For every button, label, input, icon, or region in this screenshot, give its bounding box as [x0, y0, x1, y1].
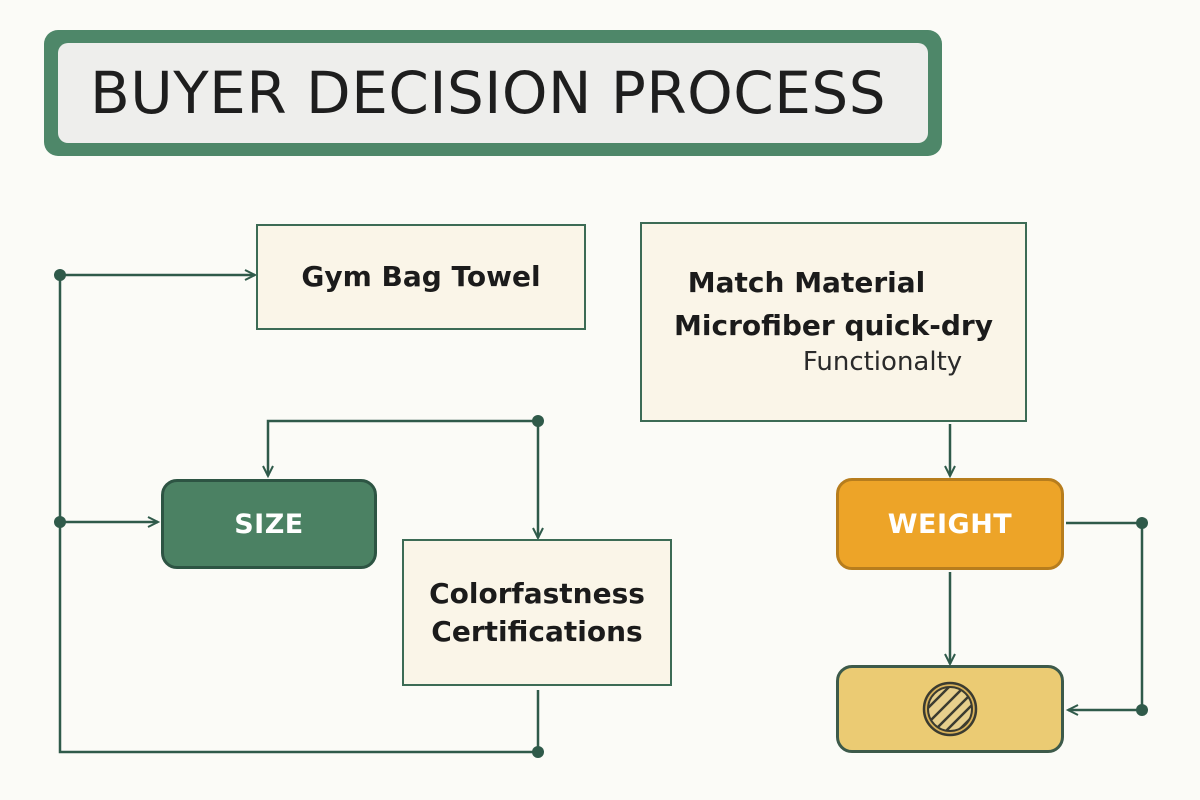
junction-dot	[54, 516, 66, 528]
connector-right-loop	[1066, 521, 1144, 710]
node-label-line2: Certifications	[431, 614, 643, 648]
node-label-line3: Functionalty	[802, 347, 963, 378]
node-label-line2: Microfiber quick-dry	[674, 309, 993, 343]
junction-dot	[532, 415, 544, 427]
connector-left-loop	[58, 275, 540, 754]
node-label: Gym Bag Towel	[301, 260, 541, 294]
node-final-product	[836, 665, 1064, 753]
node-match-material: Match Material Microfiber quick-dry Func…	[640, 222, 1027, 422]
junction-dot	[532, 746, 544, 758]
node-weight: WEIGHT	[836, 478, 1064, 570]
title-panel: BUYER DECISION PROCESS	[58, 43, 928, 143]
node-label: SIZE	[234, 508, 304, 540]
node-colorfastness: Colorfastness Certifications	[402, 539, 672, 686]
junction-dot	[54, 269, 66, 281]
node-label-line1: Colorfastness	[429, 576, 645, 610]
junction-dot	[1136, 704, 1148, 716]
node-size: SIZE	[161, 479, 377, 569]
title-banner: BUYER DECISION PROCESS	[44, 30, 942, 156]
node-gym-bag-towel: Gym Bag Towel	[256, 224, 586, 330]
node-label: WEIGHT	[887, 508, 1013, 540]
page-title: BUYER DECISION PROCESS	[90, 59, 887, 127]
arrow-loop-to-size	[262, 419, 538, 479]
node-label-line1: Match Material	[687, 265, 926, 299]
striped-circle-icon	[922, 681, 978, 737]
junction-dot	[1136, 517, 1148, 529]
